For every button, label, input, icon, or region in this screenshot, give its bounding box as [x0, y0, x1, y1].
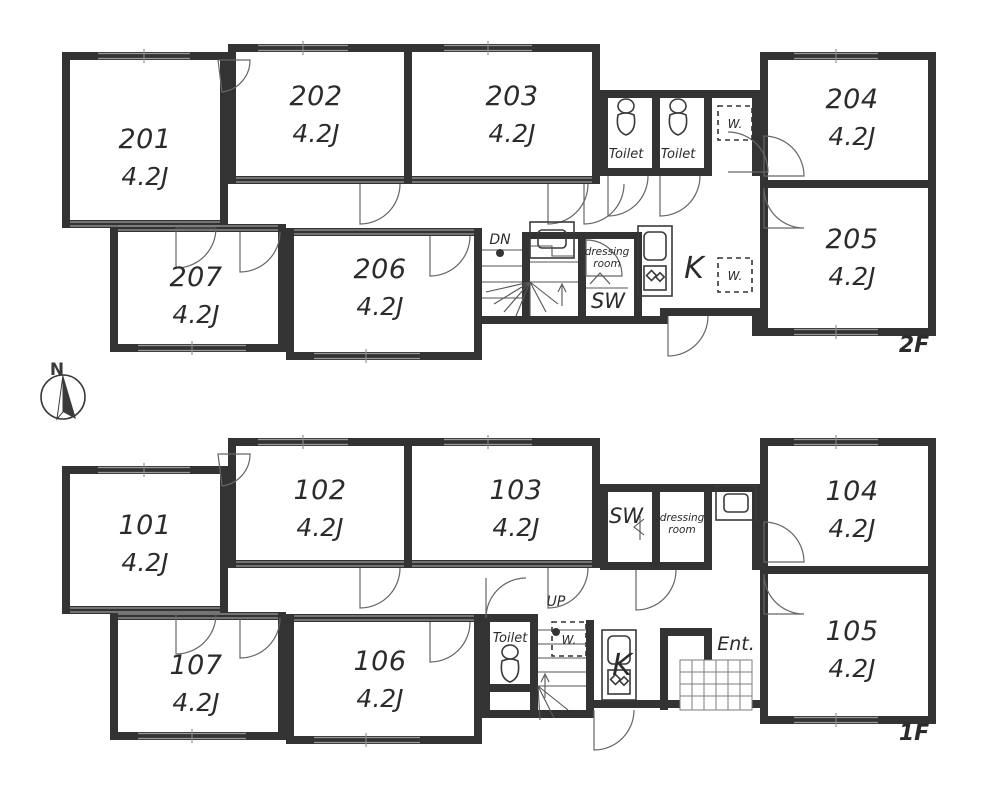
- toilet-label-2f-b: Toilet: [661, 147, 697, 162]
- floor-label-1f: 1F: [899, 721, 929, 746]
- dressing-room-label-2f-line1: dressing: [585, 246, 630, 258]
- room-number-205: 205: [825, 224, 878, 255]
- room-number-204: 204: [825, 84, 878, 115]
- room-number-206: 206: [353, 254, 406, 285]
- washer-closet-label-2f-b: W.: [728, 269, 743, 283]
- room-number-104: 104: [825, 476, 878, 507]
- room-number-207: 207: [169, 262, 222, 293]
- shower-unit-label-1f: SW: [609, 504, 644, 528]
- floor-plan-1f: 101 4.2J 102 4.2J 103 4.2J 104 4.2J 105 …: [62, 435, 936, 751]
- fixtures-2f: [482, 98, 753, 317]
- room-number-203: 203: [485, 81, 538, 112]
- room-area-204: 4.2J: [828, 122, 875, 151]
- dressing-room-label-1f-line1: dressing: [660, 512, 705, 524]
- door-swings-1f: [175, 453, 805, 751]
- entrance-label: Ent.: [717, 633, 755, 655]
- room-area-101: 4.2J: [121, 548, 168, 577]
- room-number-105: 105: [825, 616, 878, 647]
- room-area-203: 4.2J: [488, 119, 535, 148]
- room-number-103: 103: [489, 475, 542, 506]
- fixtures-1f: [500, 485, 757, 721]
- room-number-201: 201: [118, 124, 171, 155]
- shower-unit-label-2f: SW: [591, 289, 626, 313]
- dressing-room-label-2f-line2: room: [593, 258, 620, 270]
- room-area-103: 4.2J: [492, 513, 539, 542]
- windows-1f: [70, 435, 936, 747]
- door-swings-2f: [175, 59, 805, 357]
- north-arrow: N: [40, 360, 86, 421]
- room-area-106: 4.2J: [356, 684, 403, 713]
- labels-2f: 201 4.2J 202 4.2J 203 4.2J 204 4.2J 205 …: [118, 81, 929, 358]
- room-area-206: 4.2J: [356, 292, 403, 321]
- room-number-106: 106: [353, 646, 406, 677]
- room-area-207: 4.2J: [172, 300, 219, 329]
- stairs-up-label: UP: [547, 594, 566, 610]
- room-area-107: 4.2J: [172, 688, 219, 717]
- room-area-105: 4.2J: [828, 654, 875, 683]
- dressing-room-label-1f-line2: room: [668, 524, 695, 536]
- toilet-label-2f-a: Toilet: [609, 147, 645, 162]
- stairs-down-label: DN: [489, 232, 511, 248]
- windows-2f: [70, 41, 936, 363]
- floor-label-2f: 2F: [899, 333, 929, 358]
- toilet-label-1f: Toilet: [493, 631, 529, 646]
- room-area-102: 4.2J: [296, 513, 343, 542]
- north-label: N: [50, 360, 64, 380]
- floor-plan-2f: 201 4.2J 202 4.2J 203 4.2J 204 4.2J 205 …: [62, 41, 936, 363]
- room-number-202: 202: [289, 81, 342, 112]
- kitchen-label-2f: K: [684, 251, 706, 286]
- room-number-102: 102: [293, 475, 346, 506]
- room-number-107: 107: [169, 650, 222, 681]
- labels-1f: 101 4.2J 102 4.2J 103 4.2J 104 4.2J 105 …: [118, 475, 929, 746]
- room-area-201: 4.2J: [121, 162, 168, 191]
- kitchen-label-1f: K: [612, 648, 634, 683]
- room-number-101: 101: [118, 510, 171, 541]
- washer-closet-label-1f: W.: [562, 633, 577, 647]
- washer-closet-label-2f-a: W.: [728, 117, 743, 131]
- room-area-202: 4.2J: [292, 119, 339, 148]
- room-area-104: 4.2J: [828, 514, 875, 543]
- room-area-205: 4.2J: [828, 262, 875, 291]
